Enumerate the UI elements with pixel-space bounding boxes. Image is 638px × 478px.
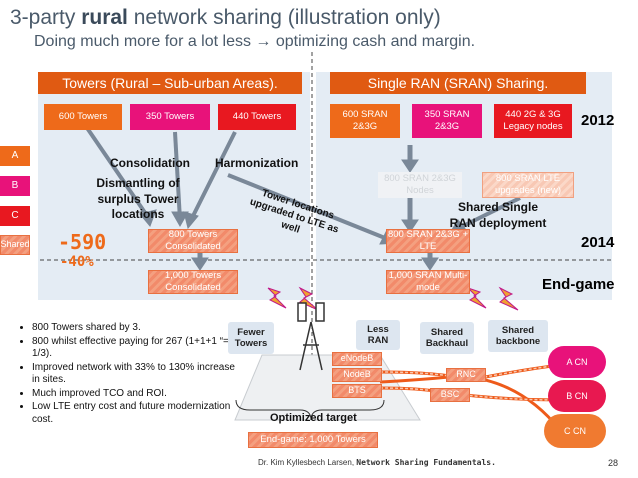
fewer-towers-callout: Fewer Towers <box>228 322 274 354</box>
towers-b-2012: 350 Towers <box>130 104 210 130</box>
page-number: 28 <box>608 458 619 468</box>
right-panel-header: Single RAN (SRAN) Sharing. <box>330 72 586 94</box>
list-item: Much improved TCO and ROI. <box>32 388 242 401</box>
towers-consolidated-2014: 800 Towers Consolidated <box>148 229 238 253</box>
optimized-target-label: Optimized target <box>270 412 357 424</box>
rnc-box: RNC <box>446 368 486 382</box>
reduction-count: -590 <box>58 230 107 254</box>
party-shared-label: Shared <box>0 235 30 255</box>
endgame-towers-box: End-game: 1,000 Towers <box>248 432 378 448</box>
towers-c-2012: 440 Towers <box>218 104 296 130</box>
c-cn-cloud: C CN <box>544 414 606 448</box>
slide-title: 3-party rural network sharing (illustrat… <box>10 6 441 29</box>
list-item: Improved network with 33% to 130% increa… <box>32 362 242 387</box>
less-ran-callout: Less RAN <box>356 320 400 350</box>
shared-deployment-label: Shared Single RAN deployment <box>449 200 547 230</box>
left-panel-header: Towers (Rural – Sub-urban Areas). <box>38 72 302 94</box>
party-c-label: C <box>0 206 30 226</box>
year-2014: 2014 <box>581 234 615 251</box>
b-cn-cloud: B CN <box>548 380 606 412</box>
endgame-label: End-game <box>542 276 615 293</box>
reduction-percent: -40% <box>60 254 94 270</box>
party-a-label: A <box>0 146 30 166</box>
sran-a-2012: 600 SRAN 2&3G <box>330 104 400 138</box>
bts-box: BTS <box>332 384 382 398</box>
dismantling-label: Dismantling of surplus Tower locations <box>96 176 180 222</box>
shared-backhaul-callout: Shared Backhaul <box>420 322 474 354</box>
list-item: 800 Towers shared by 3. <box>32 322 242 335</box>
nodeb-box: NodeB <box>332 368 382 382</box>
sran-nodes: 800 SRAN 2&3G Nodes <box>378 172 462 198</box>
slide-subtitle: Doing much more for a lot less → optimiz… <box>34 33 476 50</box>
legacy-c-2012: 440 2G & 3G Legacy nodes <box>494 104 572 138</box>
sran-b-2012: 350 SRAN 2&3G <box>412 104 482 138</box>
list-item: Low LTE entry cost and future modernizat… <box>32 401 242 426</box>
list-item: 800 whilst effective paying for 267 (1+1… <box>32 336 242 361</box>
party-b-label: B <box>0 176 30 196</box>
year-2012: 2012 <box>581 112 615 129</box>
bsc-box: BSC <box>430 388 470 402</box>
enodeb-box: eNodeB <box>332 352 382 366</box>
benefits-list: 800 Towers shared by 3. 800 whilst effec… <box>18 322 242 427</box>
towers-a-2012: 600 Towers <box>44 104 122 130</box>
sran-endgame: 1,000 SRAN Multi-mode <box>386 270 470 294</box>
sran-lte-upgrades: 800 SRAN LTE upgrades (new) <box>482 172 574 198</box>
consolidation-label: Consolidation <box>110 156 190 170</box>
a-cn-cloud: A CN <box>548 346 606 378</box>
sran-2014: 800 SRAN 2&3G + LTE <box>386 229 470 253</box>
towers-consolidated-endgame: 1,000 Towers Consolidated <box>148 270 238 294</box>
shared-backbone-callout: Shared backbone <box>488 320 548 352</box>
harmonization-label: Harmonization <box>215 156 299 170</box>
footer-author: Dr. Kim Kyllesbech Larsen, Network Shari… <box>258 458 496 467</box>
